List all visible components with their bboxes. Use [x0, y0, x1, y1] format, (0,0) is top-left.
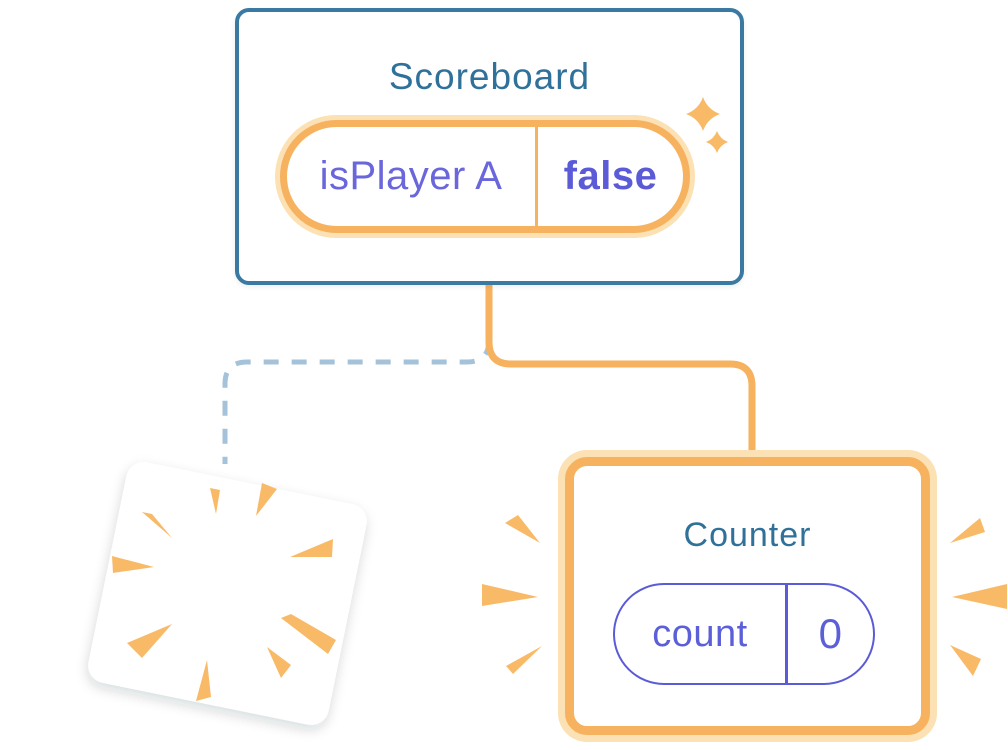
prop-name-cell: isPlayer A — [287, 127, 535, 226]
state-name: count — [652, 612, 748, 655]
emphasis-rays-left-icon — [482, 515, 542, 674]
prop-pill: isPlayer A false — [280, 120, 690, 233]
state-pill: count 0 — [613, 583, 875, 685]
prop-value-cell: false — [538, 127, 683, 226]
state-pill-divider — [785, 585, 788, 683]
poof-card — [88, 462, 367, 725]
prop-pill-divider — [535, 127, 538, 226]
counter-title: Counter — [683, 516, 812, 554]
prop-name: isPlayer A — [319, 154, 503, 198]
scoreboard-title: Scoreboard — [388, 56, 591, 97]
state-value-cell: 0 — [788, 585, 874, 683]
prop-value: false — [563, 154, 658, 198]
emphasis-rays-right-icon — [950, 518, 1007, 676]
sparkles-icon — [686, 97, 728, 153]
new-subtree-connector — [485, 282, 756, 454]
state-value: 0 — [818, 610, 842, 657]
poof-burst-icon — [112, 483, 336, 701]
counter-card: Counter count 0 — [565, 457, 930, 735]
state-name-cell: count — [615, 585, 785, 683]
scoreboard-card: Scoreboard isPlayer A false — [235, 8, 744, 285]
old-subtree-dashed-connector — [222, 339, 492, 464]
